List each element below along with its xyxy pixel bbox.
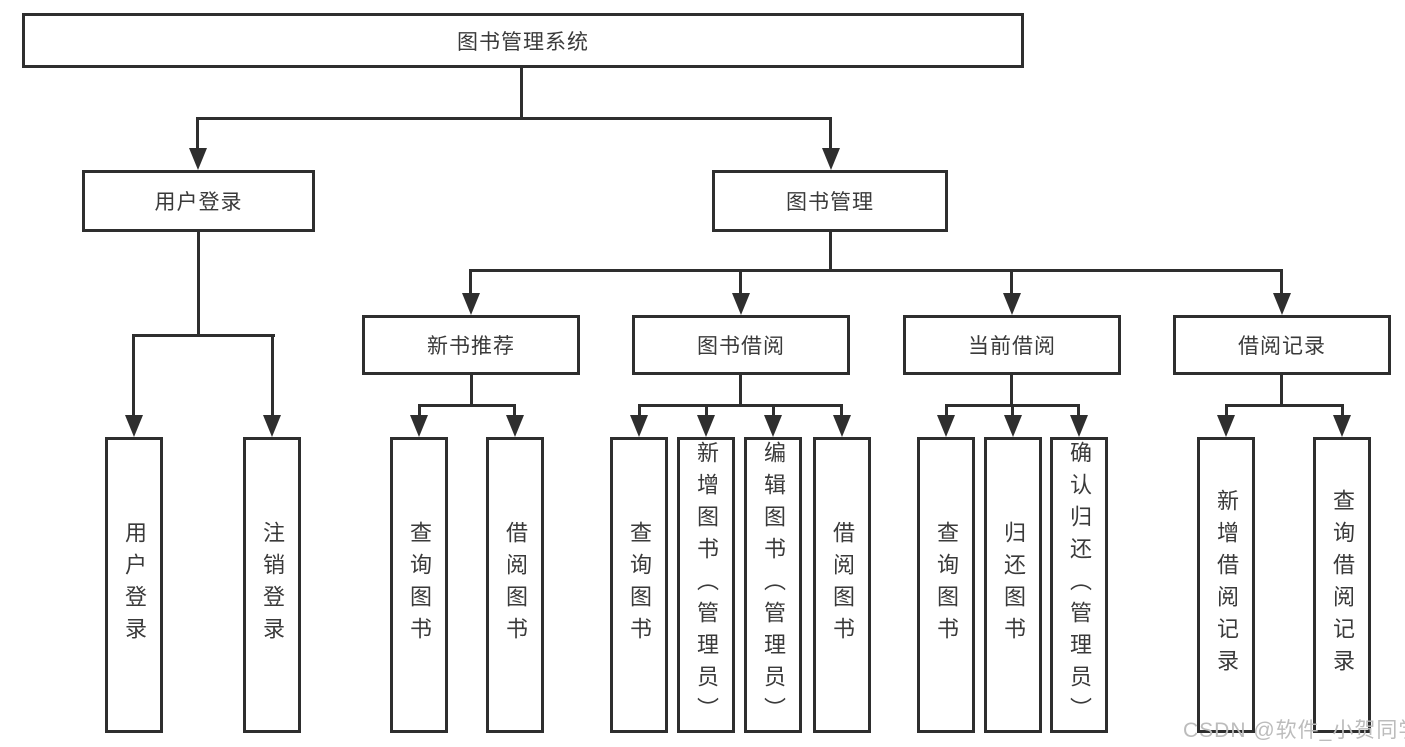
leaf-query-books-borrow: 查询图书	[610, 437, 668, 733]
node-book-management-label: 图书管理	[786, 191, 874, 214]
arrow-down-icon	[410, 415, 428, 437]
connector-line	[1226, 404, 1342, 407]
arrow-down-icon	[822, 148, 840, 170]
arrow-down-icon	[1333, 415, 1351, 437]
node-book-borrow-label: 图书借阅	[697, 335, 785, 358]
arrow-down-icon	[697, 415, 715, 437]
connector-line	[829, 232, 832, 272]
arrow-down-icon	[1273, 293, 1291, 315]
leaf-add-borrow-record: 新增借阅记录	[1197, 437, 1255, 733]
connector-line	[197, 232, 200, 337]
leaf-user-login: 用户登录	[105, 437, 163, 733]
arrow-down-icon	[462, 293, 480, 315]
connector-line	[840, 404, 843, 421]
connector-line	[1011, 404, 1014, 421]
connector-line	[945, 404, 948, 421]
arrow-down-icon	[1004, 415, 1022, 437]
arrow-down-icon	[764, 415, 782, 437]
connector-line	[705, 404, 708, 421]
leaf-query-borrow-record: 查询借阅记录	[1313, 437, 1371, 733]
connector-line	[196, 117, 199, 153]
node-borrow-records: 借阅记录	[1173, 315, 1391, 375]
connector-line	[1341, 404, 1344, 421]
connector-line	[469, 269, 472, 297]
arrow-down-icon	[937, 415, 955, 437]
arrow-down-icon	[263, 415, 281, 437]
leaf-edit-book-admin: 编辑图书（管理员）	[744, 437, 802, 733]
connector-line	[470, 375, 473, 407]
arrow-down-icon	[630, 415, 648, 437]
connector-line	[134, 334, 275, 337]
connector-line	[829, 117, 832, 153]
connector-line	[1280, 269, 1283, 297]
node-user-login: 用户登录	[82, 170, 315, 232]
arrow-down-icon	[506, 415, 524, 437]
node-current-borrow-label: 当前借阅	[968, 335, 1056, 358]
leaf-confirm-return-admin: 确认归还（管理员）	[1050, 437, 1108, 733]
leaf-return-books: 归还图书	[984, 437, 1042, 733]
connector-line	[1280, 375, 1283, 407]
node-borrow-records-label: 借阅记录	[1238, 335, 1326, 358]
connector-line	[1077, 404, 1080, 421]
arrow-down-icon	[1217, 415, 1235, 437]
connector-line	[132, 334, 135, 419]
node-current-borrow: 当前借阅	[903, 315, 1121, 375]
leaf-query-books-recommend: 查询图书	[390, 437, 448, 733]
node-new-book-recommend-label: 新书推荐	[427, 335, 515, 358]
node-book-management: 图书管理	[712, 170, 948, 232]
leaf-query-books-current: 查询图书	[917, 437, 975, 733]
connector-line	[470, 269, 1283, 272]
connector-line	[419, 404, 516, 407]
connector-line	[1010, 375, 1013, 407]
node-root-label: 图书管理系统	[457, 30, 589, 54]
leaf-borrow-books: 借阅图书	[813, 437, 871, 733]
connector-line	[739, 375, 742, 407]
node-book-borrow: 图书借阅	[632, 315, 850, 375]
arrow-down-icon	[1070, 415, 1088, 437]
arrow-down-icon	[833, 415, 851, 437]
connector-line	[513, 404, 516, 421]
node-root: 图书管理系统	[22, 13, 1024, 68]
connector-line	[638, 404, 641, 421]
connector-line	[1225, 404, 1228, 421]
connector-line	[271, 334, 274, 419]
arrow-down-icon	[1003, 293, 1021, 315]
connector-line	[1010, 269, 1013, 297]
arrow-down-icon	[189, 148, 207, 170]
csdn-watermark: CSDN @软件_小贺同学	[1183, 719, 1405, 742]
arrow-down-icon	[125, 415, 143, 437]
connector-line	[520, 68, 523, 120]
connector-line	[197, 117, 832, 120]
leaf-add-book-admin: 新增图书（管理员）	[677, 437, 735, 733]
connector-line	[639, 404, 842, 407]
connector-line	[739, 269, 742, 297]
connector-line	[418, 404, 421, 421]
node-user-login-label: 用户登录	[154, 191, 243, 214]
leaf-borrow-books-recommend: 借阅图书	[486, 437, 544, 733]
connector-line	[772, 404, 775, 421]
arrow-down-icon	[732, 293, 750, 315]
leaf-logout: 注销登录	[243, 437, 301, 733]
node-new-book-recommend: 新书推荐	[362, 315, 580, 375]
